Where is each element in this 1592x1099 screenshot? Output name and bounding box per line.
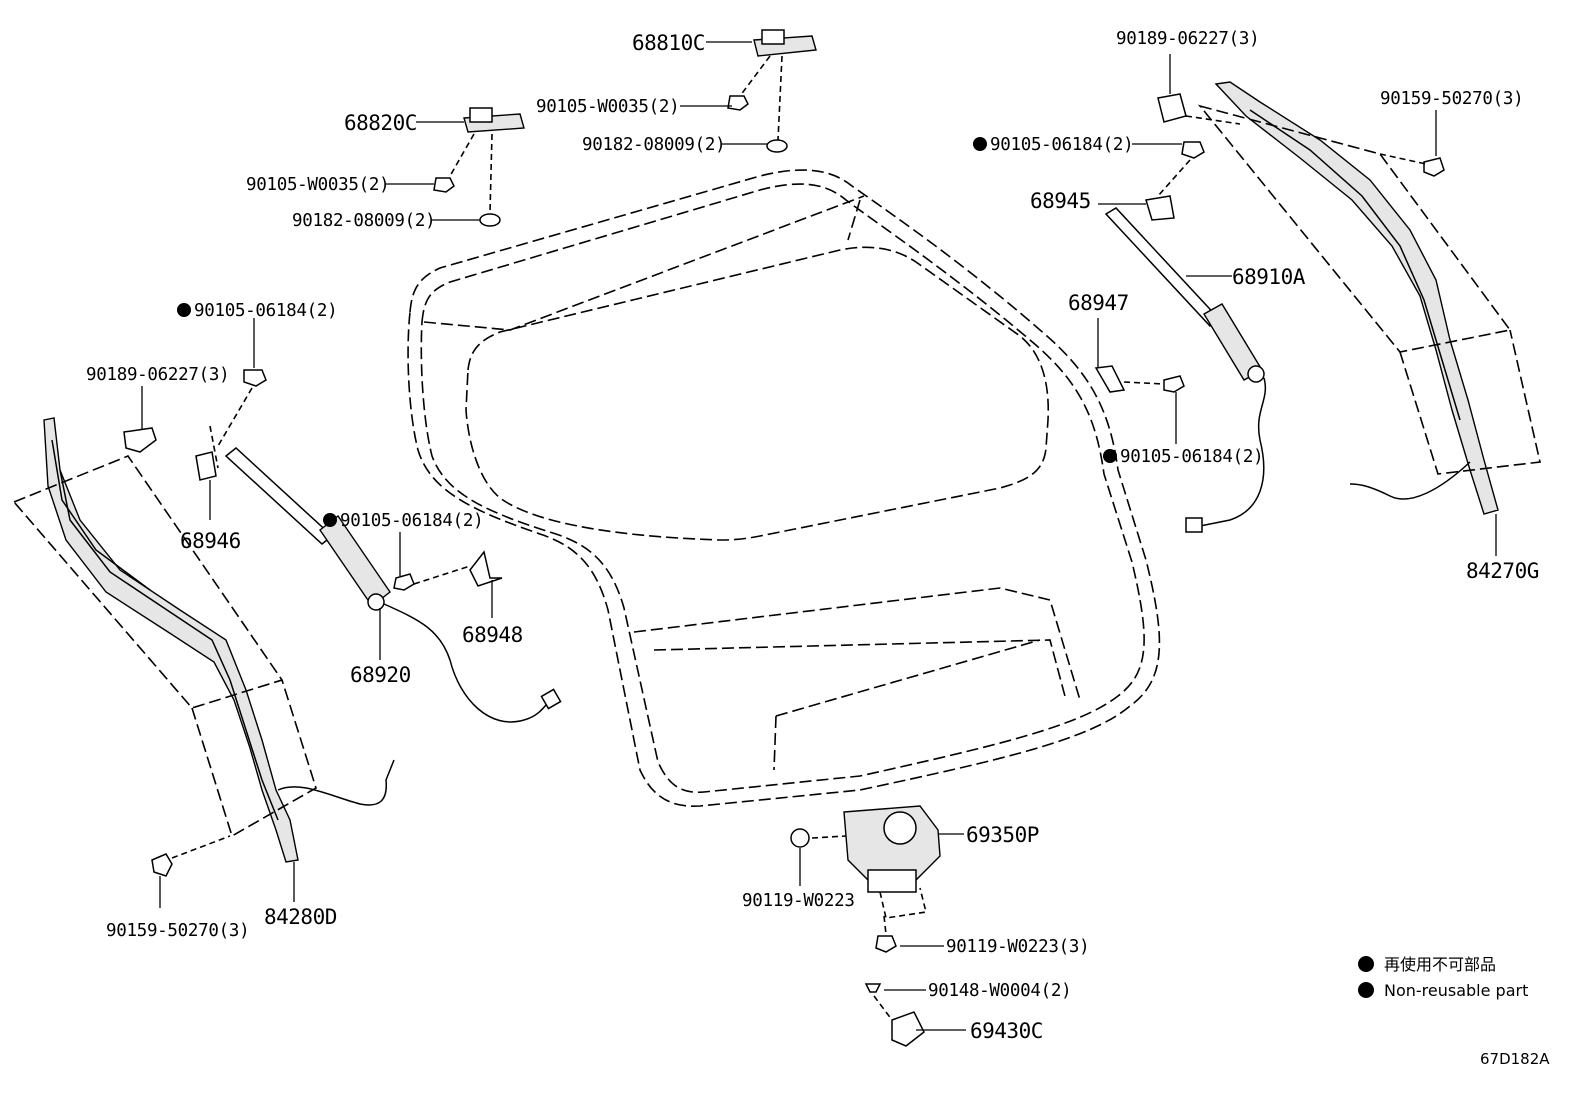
leader-lines: [141, 41, 1497, 1031]
label-90189-06227-left[interactable]: 90189-06227(3): [86, 365, 230, 385]
non-reusable-mark: [1103, 449, 1117, 463]
non-reusable-mark: [323, 513, 337, 527]
label-90182-08009-top[interactable]: 90182-08009(2): [582, 135, 726, 155]
label-90119-W0223-a[interactable]: 90119-W0223: [742, 891, 855, 911]
label-84280D[interactable]: 84280D: [264, 905, 337, 929]
latch-assembly: [790, 805, 941, 1047]
label-90119-W0223-b[interactable]: 90119-W0223(3): [946, 937, 1090, 957]
fasteners: [123, 93, 1445, 877]
strut-right: [1104, 207, 1266, 533]
label-90105-W0035-top[interactable]: 90105-W0035(2): [536, 97, 680, 117]
non-reusable-mark: [177, 303, 191, 317]
strut-left: [224, 447, 562, 723]
legend-dot-jp: [1358, 956, 1374, 972]
label-68945[interactable]: 68945: [1030, 189, 1091, 213]
side-garnish-right: [1197, 81, 1541, 515]
hinge-68810C: [727, 29, 817, 153]
part-labels: 68810C 90105-W0035(2) 90182-08009(2) 688…: [86, 29, 1539, 1043]
label-68820C[interactable]: 68820C: [344, 111, 417, 135]
label-90159-50270-left[interactable]: 90159-50270(3): [106, 921, 250, 941]
label-84270G[interactable]: 84270G: [1466, 559, 1539, 583]
label-90182-08009-left[interactable]: 90182-08009(2): [292, 211, 436, 231]
label-90105-W0035-left[interactable]: 90105-W0035(2): [246, 175, 390, 195]
label-90105-06184-left[interactable]: 90105-06184(2): [194, 301, 338, 321]
label-90159-50270-right[interactable]: 90159-50270(3): [1380, 89, 1524, 109]
label-68910A[interactable]: 68910A: [1232, 265, 1306, 289]
label-69350P[interactable]: 69350P: [966, 823, 1039, 847]
back-door-outline: [407, 169, 1161, 807]
side-garnish-left: [12, 417, 395, 863]
legend-dot-en: [1358, 982, 1374, 998]
legend: 再使用不可部品 Non-reusable part: [1358, 955, 1528, 1000]
label-90189-06227-right[interactable]: 90189-06227(3): [1116, 29, 1260, 49]
diagram-code: 67D182A: [1480, 1050, 1550, 1068]
label-90105-06184-right-top[interactable]: 90105-06184(2): [990, 135, 1134, 155]
hinge-68820C: [433, 107, 525, 227]
label-68948[interactable]: 68948: [462, 623, 523, 647]
label-68920[interactable]: 68920: [350, 663, 411, 687]
label-68947[interactable]: 68947: [1068, 291, 1129, 315]
legend-text-en: Non-reusable part: [1384, 981, 1528, 1000]
legend-text-jp: 再使用不可部品: [1384, 955, 1496, 974]
label-68810C[interactable]: 68810C: [632, 31, 705, 55]
label-90105-06184-mid[interactable]: 90105-06184(2): [340, 511, 484, 531]
label-68946[interactable]: 68946: [180, 529, 241, 553]
label-90105-06184-right-mid[interactable]: 90105-06184(2): [1120, 447, 1264, 467]
label-69430C[interactable]: 69430C: [970, 1019, 1043, 1043]
non-reusable-mark: [973, 137, 987, 151]
label-90148-W0004[interactable]: 90148-W0004(2): [928, 981, 1072, 1001]
